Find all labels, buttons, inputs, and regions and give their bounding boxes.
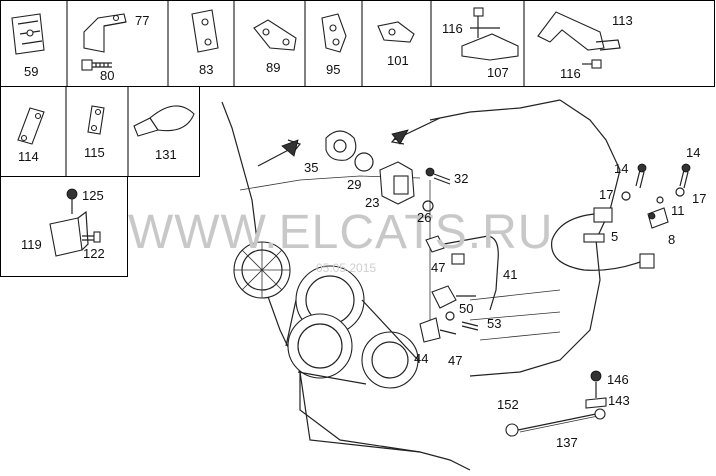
label-89: 89 bbox=[266, 60, 280, 75]
label-95: 95 bbox=[326, 62, 340, 77]
part-89-bracket bbox=[253, 19, 297, 51]
label-152: 152 bbox=[497, 397, 519, 412]
part-80-bolt bbox=[81, 59, 112, 71]
label-114: 114 bbox=[18, 149, 39, 164]
label-113: 113 bbox=[612, 13, 633, 28]
part-107-bracket bbox=[461, 7, 519, 61]
label-29: 29 bbox=[347, 177, 361, 192]
part-115-strap bbox=[87, 105, 105, 135]
label-26: 26 bbox=[417, 210, 431, 225]
label-80: 80 bbox=[100, 68, 114, 83]
part-83-bracket bbox=[191, 9, 219, 53]
gasket-35 bbox=[325, 130, 357, 161]
label-59: 59 bbox=[24, 64, 38, 79]
watermark-date: 05.05.2015 bbox=[316, 261, 376, 275]
label-143: 143 bbox=[608, 393, 630, 408]
washers-17 bbox=[621, 187, 685, 204]
part-95-bracket bbox=[321, 13, 347, 53]
label-50: 50 bbox=[459, 301, 473, 316]
label-119: 119 bbox=[21, 237, 42, 252]
label-137: 137 bbox=[556, 435, 578, 450]
part-131-cable-tie bbox=[133, 105, 195, 137]
label-41: 41 bbox=[503, 267, 517, 282]
label-116a: 116 bbox=[442, 21, 463, 36]
label-47b: 47 bbox=[448, 353, 462, 368]
label-115: 115 bbox=[84, 145, 105, 160]
seal-26 bbox=[422, 200, 434, 212]
o-ring-29 bbox=[354, 152, 374, 172]
sensor-41 bbox=[425, 235, 499, 311]
bolts-14 bbox=[635, 163, 691, 189]
sensor-8 bbox=[647, 207, 669, 229]
part-114-strap bbox=[17, 107, 45, 145]
label-8: 8 bbox=[668, 232, 675, 247]
label-11: 11 bbox=[671, 203, 685, 218]
label-101: 101 bbox=[387, 53, 409, 68]
label-14a: 14 bbox=[614, 161, 628, 176]
flow-arrows bbox=[257, 117, 441, 167]
engine-block bbox=[221, 99, 621, 471]
sensor-44 bbox=[419, 311, 479, 343]
sensor-5 bbox=[551, 207, 655, 271]
label-107: 107 bbox=[487, 65, 509, 80]
label-44: 44 bbox=[414, 351, 428, 366]
label-122: 122 bbox=[83, 246, 105, 261]
part-119-clamp bbox=[49, 188, 101, 257]
inset-grid bbox=[0, 0, 715, 277]
part-59-clip bbox=[11, 13, 45, 55]
label-77: 77 bbox=[135, 13, 149, 28]
label-131: 131 bbox=[155, 147, 177, 162]
label-35: 35 bbox=[304, 160, 318, 175]
label-23: 23 bbox=[365, 195, 379, 210]
label-125: 125 bbox=[82, 188, 104, 203]
label-116b: 116 bbox=[560, 66, 581, 81]
label-17b: 17 bbox=[692, 191, 706, 206]
label-5: 5 bbox=[611, 229, 618, 244]
part-113-bracket bbox=[537, 11, 621, 69]
ground-strap-137 bbox=[505, 370, 607, 437]
label-14b: 14 bbox=[686, 145, 700, 160]
part-101-bracket bbox=[377, 21, 415, 43]
watermark-site: WWW.ELCATS.RU bbox=[128, 206, 553, 259]
part-labels: 59 77 80 83 89 95 101 116 107 113 116 11… bbox=[18, 13, 706, 450]
label-53: 53 bbox=[487, 316, 501, 331]
part-77-bracket bbox=[83, 13, 127, 53]
label-47a: 47 bbox=[431, 260, 445, 275]
label-17a: 17 bbox=[599, 187, 613, 202]
label-146: 146 bbox=[607, 372, 629, 387]
label-32: 32 bbox=[454, 171, 468, 186]
sensor-50 bbox=[431, 285, 476, 309]
bolt-32 bbox=[425, 167, 451, 185]
label-83: 83 bbox=[199, 62, 213, 77]
housing-23 bbox=[379, 161, 415, 205]
